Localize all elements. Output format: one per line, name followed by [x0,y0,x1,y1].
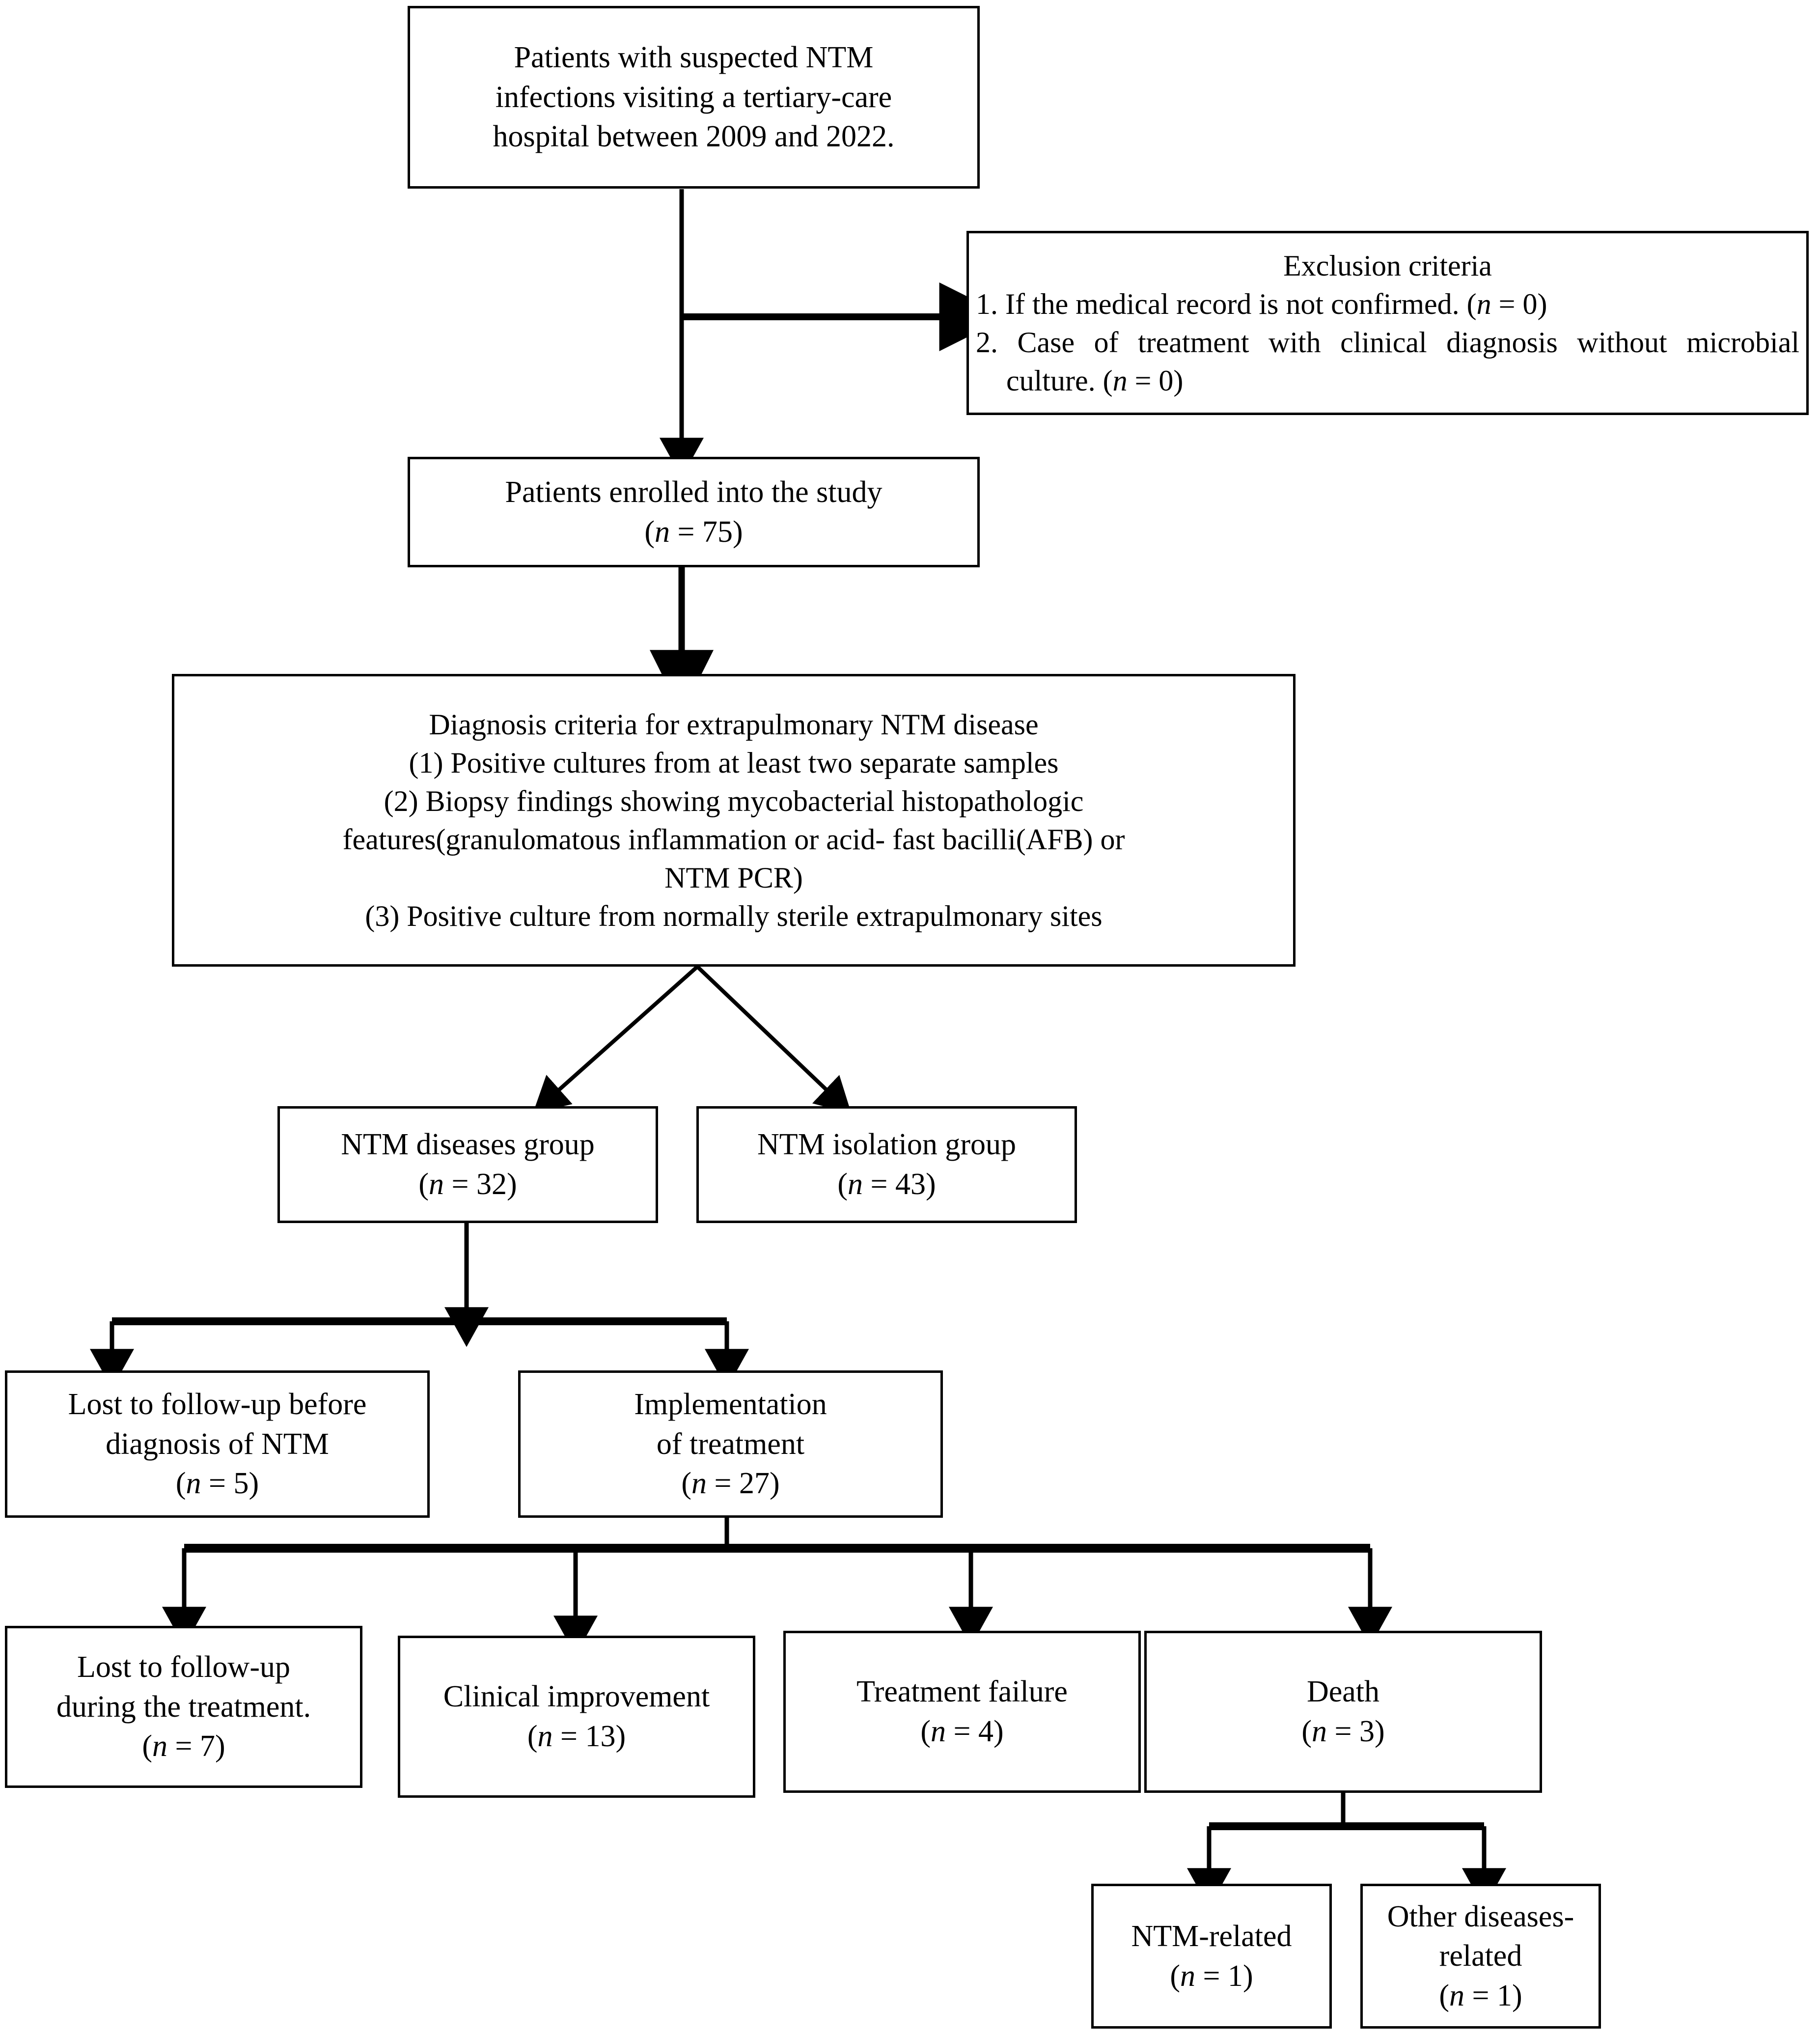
node-treatment-failure[interactable]: Treatment failure (n = 4) [783,1631,1141,1793]
suspected-line-1: Patients with suspected NTM [514,41,874,75]
criteria-item-1: (1) Positive cultures from at least two … [409,747,1059,779]
node-exclusion-criteria[interactable]: Exclusion criteria 1. If the medical rec… [966,231,1809,415]
implementation-line-2: of treatment [656,1427,805,1461]
implementation-line-1: Implementation [634,1388,827,1422]
suspected-line-3: hospital between 2009 and 2022. [493,120,895,154]
other-related-line-1: Other diseases- [1387,1899,1574,1933]
exclusion-item-1: 1. If the medical record is not confirme… [976,287,1547,320]
edge-criteria-to-diseases-group [533,965,699,1113]
lost-before-line-2: diagnosis of NTM [106,1427,329,1461]
improvement-label: Clinical improvement [443,1680,710,1714]
criteria-heading: Diagnosis criteria for extrapulmonary NT… [429,708,1039,741]
node-ntm-diseases-group[interactable]: NTM diseases group (n = 32) [277,1106,658,1223]
enrolled-label: Patients enrolled into the study [505,475,882,509]
diseases-group-count: (n = 32) [418,1168,517,1201]
node-implementation-of-treatment[interactable]: Implementation of treatment (n = 27) [518,1370,943,1518]
node-other-diseases-related-death[interactable]: Other diseases- related (n = 1) [1360,1884,1601,2029]
diseases-group-label: NTM diseases group [341,1128,595,1162]
isolation-group-count: (n = 43) [837,1168,936,1201]
edge-criteria-to-isolation-group [696,965,852,1114]
suspected-line-2: infections visiting a tertiary-care [495,80,892,114]
lost-during-line-2: during the treatment. [56,1690,311,1724]
implementation-count: (n = 27) [681,1467,780,1501]
criteria-item-2c: NTM PCR) [664,862,803,894]
lost-during-count: (n = 7) [142,1729,225,1763]
ntm-related-count: (n = 1) [1170,1959,1253,1993]
lost-before-count: (n = 5) [175,1467,259,1501]
isolation-group-label: NTM isolation group [757,1128,1016,1162]
criteria-item-2a: (2) Biopsy findings showing mycobacteria… [384,785,1084,817]
improvement-count: (n = 13) [527,1720,626,1753]
node-ntm-isolation-group[interactable]: NTM isolation group (n = 43) [696,1106,1077,1223]
node-suspected-patients[interactable]: Patients with suspected NTM infections v… [408,6,980,189]
node-ntm-related-death[interactable]: NTM-related (n = 1) [1091,1884,1332,2029]
node-lost-during-treatment[interactable]: Lost to follow-up during the treatment. … [5,1626,362,1788]
death-label: Death [1306,1675,1380,1709]
failure-count: (n = 4) [920,1715,1004,1748]
node-death[interactable]: Death (n = 3) [1144,1631,1542,1793]
lost-during-line-1: Lost to follow-up [77,1650,290,1684]
death-count: (n = 3) [1301,1715,1385,1748]
node-lost-before-diagnosis[interactable]: Lost to follow-up before diagnosis of NT… [5,1370,430,1518]
criteria-item-3: (3) Positive culture from normally steri… [365,900,1103,932]
node-diagnosis-criteria[interactable]: Diagnosis criteria for extrapulmonary NT… [172,674,1296,967]
other-related-line-2: related [1439,1939,1522,1973]
enrolled-count: (n = 75) [644,515,743,549]
criteria-item-2b: features(granulomatous inflammation or a… [342,823,1125,856]
node-clinical-improvement[interactable]: Clinical improvement (n = 13) [398,1636,755,1798]
exclusion-item-2: 2. Case of treatment with clinical diagn… [976,326,1799,397]
failure-label: Treatment failure [856,1675,1068,1709]
lost-before-line-1: Lost to follow-up before [68,1388,367,1422]
ntm-related-label: NTM-related [1131,1919,1292,1953]
exclusion-heading: Exclusion criteria [1283,249,1492,282]
node-patients-enrolled[interactable]: Patients enrolled into the study (n = 75… [408,457,980,567]
other-related-count: (n = 1) [1439,1979,1522,2012]
